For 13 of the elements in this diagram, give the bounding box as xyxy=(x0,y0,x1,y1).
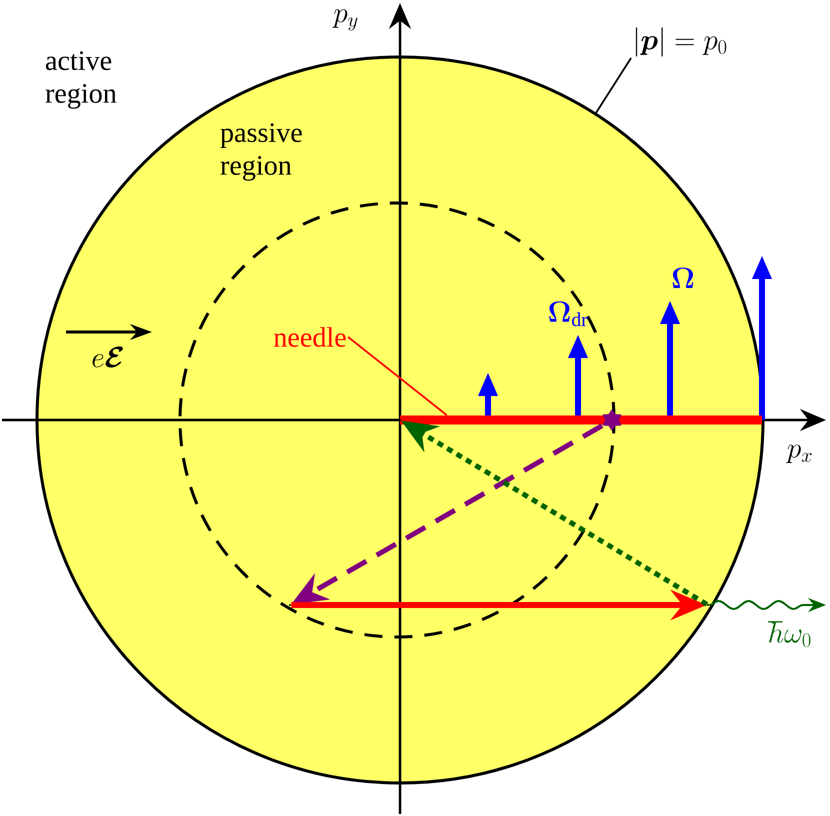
vector-label: $\boldsymbol{\Omega}_{\mathrm{dr}}$ xyxy=(549,301,588,326)
text-label: needle xyxy=(274,327,346,347)
axis-label: $p_y$ xyxy=(332,9,358,31)
vector-label: $e\boldsymbol{\mathcal{E}}$ xyxy=(92,346,123,368)
axis-label: $p_x$ xyxy=(786,444,812,464)
edge-label: $\hbar\omega_0$ xyxy=(768,621,810,648)
region-label: active region xyxy=(46,51,116,109)
formula-label: $|\boldsymbol{p}| = p_0$ xyxy=(636,27,726,57)
leader-line xyxy=(595,57,632,114)
vector-label: $\boldsymbol{\Omega}$ xyxy=(672,268,694,288)
region-label: passive region xyxy=(220,123,302,181)
leader-line xyxy=(348,336,448,416)
star-marker xyxy=(602,408,622,431)
